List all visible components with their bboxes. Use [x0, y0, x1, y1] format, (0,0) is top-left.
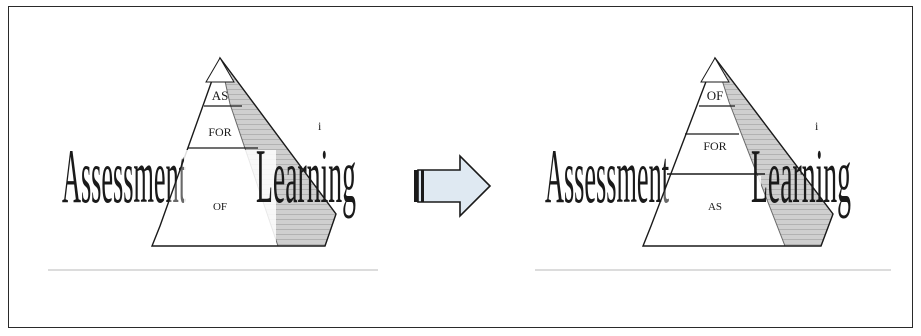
pyramid-base-panel: [184, 150, 276, 244]
level-label-3: OF: [213, 201, 227, 213]
diagram-frame: [8, 6, 913, 328]
level-label-1: OF: [707, 88, 724, 103]
right-pyramid-diagram: Assessment OF FOR AS Learning i: [535, 56, 891, 271]
superscript-mark: i: [815, 119, 819, 133]
word-learning: Learning: [751, 134, 851, 220]
left-pyramid-diagram: Assessment AS FOR OF Learning i: [48, 56, 378, 271]
pyramid-tip: [700, 57, 730, 83]
arrow-right-icon: [417, 154, 492, 218]
level-label-2: FOR: [208, 125, 231, 139]
pyramid-tip: [205, 57, 235, 83]
transition-arrow: [414, 154, 492, 218]
level-label-1: AS: [212, 88, 229, 103]
word-learning: Learning: [256, 134, 356, 220]
pyramid-base-panel: [675, 176, 761, 242]
level-label-2: FOR: [703, 139, 726, 153]
arrow-tail-bar-2: [421, 170, 424, 202]
arrow-tail-bar-1: [414, 170, 418, 202]
superscript-mark: i: [318, 119, 322, 133]
word-assessment: Assessment: [545, 134, 669, 220]
level-label-3: AS: [708, 201, 722, 213]
word-assessment: Assessment: [62, 134, 186, 220]
